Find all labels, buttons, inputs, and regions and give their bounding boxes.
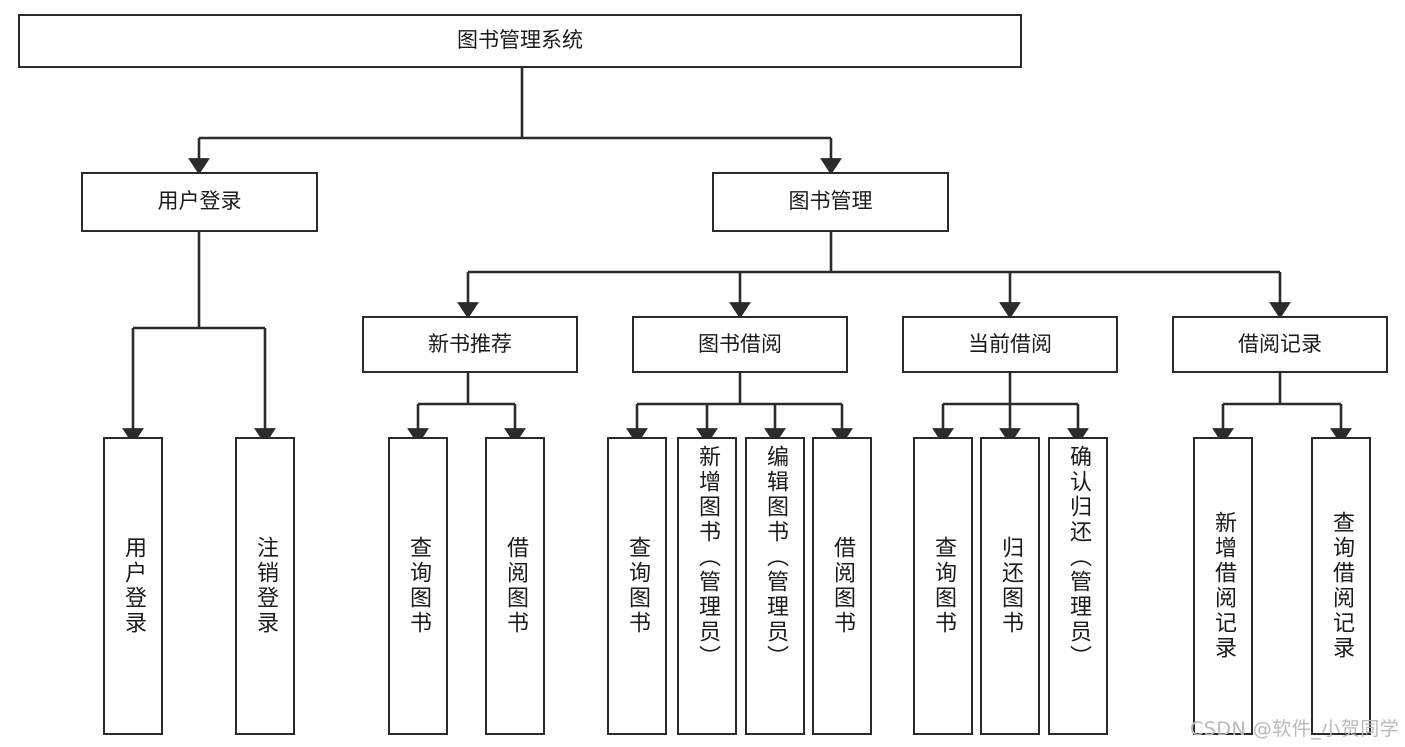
leaf-borrow-borrow-book[interactable]: 借阅图书 [812, 437, 872, 735]
node-label: 图书管理 [788, 189, 873, 214]
leaf-new-book-query-book[interactable]: 查询图书 [388, 437, 448, 735]
node-label: 图书借阅 [698, 331, 782, 356]
leaf-current-query-book[interactable]: 查询图书 [913, 437, 973, 735]
csdn-watermark: CSDN @软件_小贺同学 [1190, 718, 1400, 740]
leaf-user-login-logout[interactable]: 注销登录 [235, 437, 295, 735]
node-label: 用户登录 [157, 189, 242, 214]
node-label: 查询借阅记录 [1329, 511, 1354, 661]
node-label: 编辑图书（管理员） [763, 445, 788, 670]
node-label: 用户登录 [121, 536, 146, 636]
node-new-book-recommend[interactable]: 新书推荐 [362, 316, 578, 373]
node-label: 查询图书 [406, 536, 431, 636]
node-label: 借阅记录 [1238, 331, 1322, 356]
node-book-borrow[interactable]: 图书借阅 [632, 316, 848, 373]
node-label: 查询图书 [625, 536, 650, 636]
leaf-record-query-borrow-record[interactable]: 查询借阅记录 [1311, 437, 1371, 735]
node-label: 归还图书 [998, 536, 1023, 636]
node-book-management[interactable]: 图书管理 [712, 172, 949, 232]
node-label: 查询图书 [931, 536, 956, 636]
node-label: 确认归还（管理员） [1066, 445, 1091, 670]
node-label: 新增图书（管理员） [695, 445, 720, 670]
node-label: 新增借阅记录 [1211, 511, 1236, 661]
leaf-current-return-book[interactable]: 归还图书 [980, 437, 1040, 735]
node-label: 新书推荐 [428, 331, 512, 356]
leaf-new-book-borrow-book[interactable]: 借阅图书 [485, 437, 545, 735]
leaf-record-add-borrow-record[interactable]: 新增借阅记录 [1193, 437, 1253, 735]
node-label: 注销登录 [253, 536, 278, 636]
leaf-borrow-add-book-admin[interactable]: 新增图书（管理员） [677, 437, 737, 735]
leaf-current-confirm-return-admin[interactable]: 确认归还（管理员） [1048, 437, 1108, 735]
node-label: 图书管理系统 [457, 28, 583, 53]
node-root-book-management-system[interactable]: 图书管理系统 [18, 14, 1022, 68]
leaf-borrow-edit-book-admin[interactable]: 编辑图书（管理员） [745, 437, 805, 735]
node-borrow-record[interactable]: 借阅记录 [1172, 316, 1388, 373]
node-label: 当前借阅 [968, 331, 1052, 356]
node-current-borrow[interactable]: 当前借阅 [902, 316, 1118, 373]
leaf-user-login-login[interactable]: 用户登录 [103, 437, 163, 735]
node-user-login[interactable]: 用户登录 [81, 172, 318, 232]
node-label: 借阅图书 [830, 536, 855, 636]
leaf-borrow-query-book[interactable]: 查询图书 [607, 437, 667, 735]
node-label: 借阅图书 [503, 536, 528, 636]
